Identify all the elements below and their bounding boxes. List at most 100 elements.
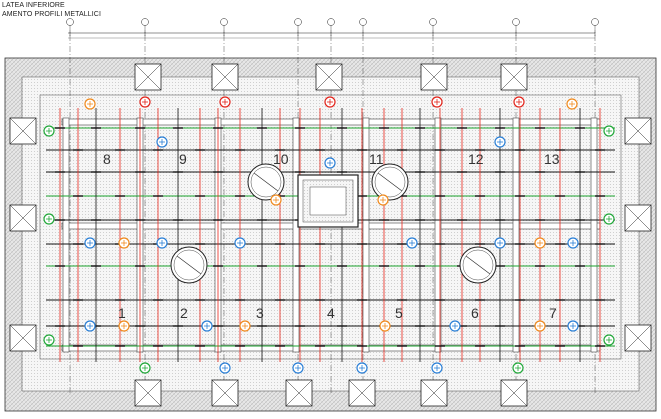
- circle-cross-icon: [118, 320, 130, 332]
- grid-axis-bubble: [66, 18, 74, 26]
- square-pier-icon: [315, 63, 343, 91]
- square-pier-icon: [9, 204, 37, 232]
- circle-cross-icon: [156, 136, 168, 148]
- circle-cross-icon: [201, 320, 213, 332]
- circle-cross-icon: [234, 237, 246, 249]
- circle-cross-icon: [84, 320, 96, 332]
- square-pier-icon: [420, 379, 448, 407]
- square-pier-icon: [211, 379, 239, 407]
- central-core: [297, 174, 359, 228]
- panel-label: 7: [549, 305, 557, 321]
- panel-label: 3: [256, 305, 264, 321]
- circle-cross-icon: [513, 96, 525, 108]
- circle-cross-icon: [324, 157, 336, 169]
- main-beam: [512, 117, 520, 353]
- circle-cross-icon: [431, 362, 443, 374]
- panel-label: 10: [273, 151, 289, 167]
- circle-cross-icon: [84, 98, 96, 110]
- circle-cross-icon: [292, 362, 304, 374]
- grid-axis-bubble: [294, 18, 302, 26]
- panel-label: 6: [471, 305, 479, 321]
- circle-cross-icon: [567, 237, 579, 249]
- panel-label: 5: [395, 305, 403, 321]
- square-pier-icon: [285, 379, 313, 407]
- circle-cross-icon: [494, 237, 506, 249]
- panel-label: 12: [468, 151, 484, 167]
- circle-cross-icon: [377, 194, 389, 206]
- square-pier-icon: [500, 63, 528, 91]
- circle-cross-icon: [512, 362, 524, 374]
- circle-cross-icon: [603, 334, 615, 346]
- square-pier-icon: [134, 379, 162, 407]
- circle-cross-icon: [270, 194, 282, 206]
- grid-axis-bubble: [220, 18, 228, 26]
- panel-label: 11: [369, 151, 384, 167]
- slab-inner-field: [21, 76, 640, 392]
- circle-cross-icon: [324, 96, 336, 108]
- main-beam: [292, 117, 300, 353]
- square-pier-icon: [211, 63, 239, 91]
- square-pier-icon: [9, 117, 37, 145]
- square-pier-icon: [420, 63, 448, 91]
- circular-tank-icon: [371, 163, 409, 201]
- circle-cross-icon: [219, 362, 231, 374]
- circle-cross-icon: [449, 320, 461, 332]
- circle-cross-icon: [43, 125, 55, 137]
- main-beam: [434, 117, 442, 353]
- circle-cross-icon: [84, 237, 96, 249]
- main-beam: [62, 117, 70, 353]
- square-pier-icon: [624, 117, 652, 145]
- grid-axis-bubble: [141, 18, 149, 26]
- circle-cross-icon: [379, 320, 391, 332]
- main-beam: [590, 117, 598, 353]
- circle-cross-icon: [239, 320, 251, 332]
- circle-cross-icon: [431, 96, 443, 108]
- circle-cross-icon: [603, 213, 615, 225]
- circle-cross-icon: [566, 98, 578, 110]
- circle-cross-icon: [43, 334, 55, 346]
- square-pier-icon: [134, 63, 162, 91]
- panel-label: 1: [118, 305, 126, 321]
- square-pier-icon: [9, 324, 37, 352]
- circle-cross-icon: [156, 237, 168, 249]
- drawing-title: LATEA INFERIORE: [2, 2, 65, 9]
- circle-cross-icon: [139, 362, 151, 374]
- panel-label: 13: [544, 151, 560, 167]
- grid-axis-bubble: [591, 18, 599, 26]
- panel-labels: 8 9 10 11 12 13 1 2 3 4 5 6 7: [103, 151, 560, 321]
- slab-inner-border: [39, 94, 622, 360]
- grid-axis-bubble: [327, 18, 335, 26]
- circle-cross-icon: [406, 237, 418, 249]
- square-pier-icon: [624, 324, 652, 352]
- circle-cross-icon: [219, 96, 231, 108]
- circular-tank-icon: [247, 163, 285, 201]
- panel-label: 2: [180, 305, 188, 321]
- grid-axis-bubble: [429, 18, 437, 26]
- tank-layer: [170, 163, 497, 284]
- circle-cross-icon: [534, 237, 546, 249]
- main-beam: [362, 117, 370, 353]
- square-pier-icon: [500, 379, 528, 407]
- pier-layer: [9, 63, 652, 407]
- circular-tank-icon: [170, 246, 208, 284]
- circle-cross-icon: [118, 237, 130, 249]
- drawing-subtitle: AMENTO PROFILI METALLICI: [2, 11, 101, 18]
- circle-cross-icon: [603, 125, 615, 137]
- panel-label: 8: [103, 151, 111, 167]
- panel-label: 4: [327, 305, 335, 321]
- circle-cross-icon: [139, 96, 151, 108]
- circular-tank-icon: [459, 246, 497, 284]
- circle-cross-icon: [356, 362, 368, 374]
- grid-axis-bubble: [359, 18, 367, 26]
- dimension-line: [68, 32, 595, 39]
- grid-axis-bubble: [512, 18, 520, 26]
- square-pier-icon: [624, 204, 652, 232]
- circle-cross-icon: [534, 320, 546, 332]
- panel-label: 9: [179, 151, 187, 167]
- circle-cross-icon: [494, 136, 506, 148]
- square-pier-icon: [348, 379, 376, 407]
- circle-cross-icon: [43, 213, 55, 225]
- column-marker-layer: [43, 96, 615, 374]
- circle-cross-icon: [567, 320, 579, 332]
